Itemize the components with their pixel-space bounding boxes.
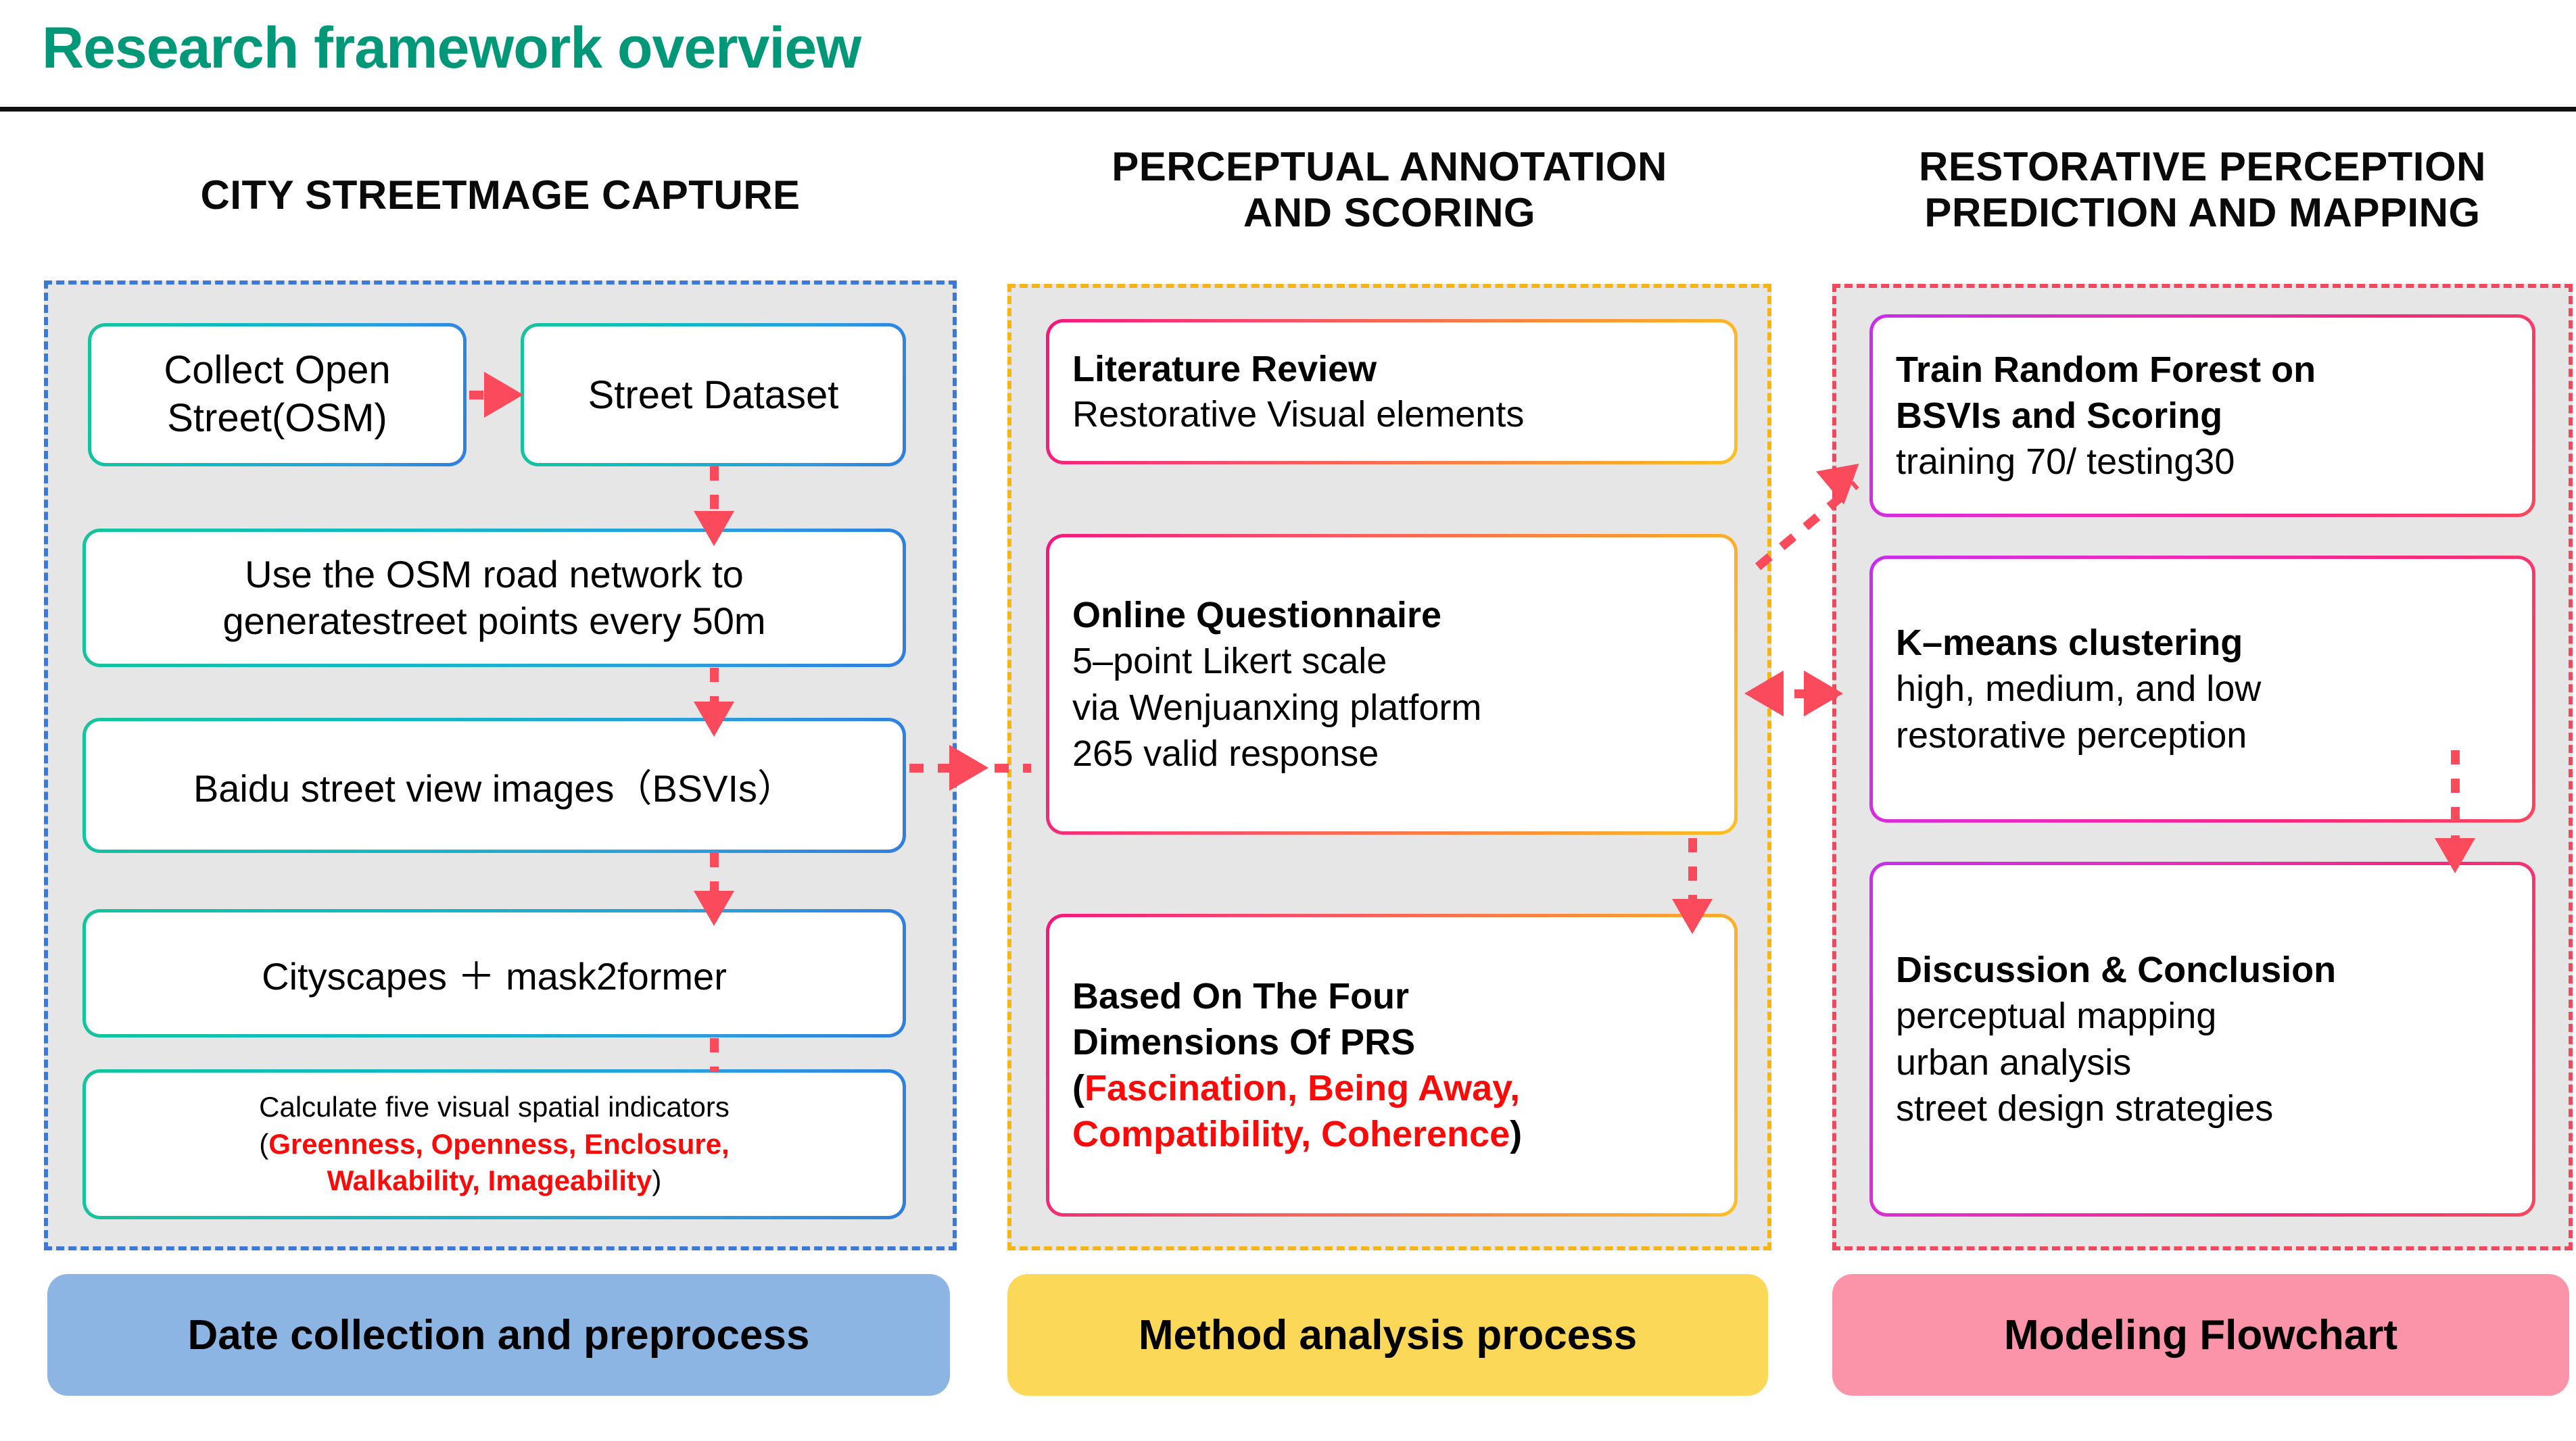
node-line: (Greenness, Openness, Enclosure, (86, 1126, 903, 1163)
node-line: Collect Open (164, 348, 391, 393)
arrow-col3-to-col2 (1744, 670, 1784, 716)
node-line: street design strategies (1896, 1088, 2274, 1129)
node-line: via Wenjuanxing platform (1072, 687, 1482, 728)
paren-open: ( (1072, 1068, 1084, 1108)
connector-dotted-questionnaire-to-prs (1688, 838, 1697, 912)
node-calculate-five-visual-spatial-indicators[interactable]: Calculate five visual spatial indicators… (82, 1069, 906, 1219)
node-line: perceptual mapping (1896, 996, 2217, 1037)
node-line: generatestreet points every 50m (222, 599, 766, 642)
node-heading: Literature Review (1072, 348, 1377, 389)
node-based-on-four-dimensions-of-prs[interactable]: Based On The Four Dimensions Of PRS (Fas… (1046, 914, 1738, 1217)
node-heading: BSVIs and Scoring (1896, 395, 2223, 436)
column-header-line: AND SCORING (1243, 189, 1536, 235)
node-osm-road-network-street-points[interactable]: Use the OSM road network to generatestre… (82, 529, 906, 667)
column-header-line: CITY STREETMAGE CAPTURE (200, 172, 801, 218)
node-discussion-conclusion[interactable]: Discussion & Conclusion perceptual mappi… (1869, 862, 2535, 1217)
footer-data-collection-and-preprocess[interactable]: Date collection and preprocess (47, 1274, 950, 1396)
connector-dotted-kmeans-to-discussion (2451, 750, 2460, 852)
arrow-kmeans-to-discussion (2435, 838, 2475, 873)
node-line: Cityscapes ＋ mask2former (262, 954, 727, 998)
node-line: restorative perception (1896, 714, 2247, 756)
highlight-text: Compatibility, Coherence (1072, 1114, 1510, 1155)
node-line: Walkability, Imageability) (86, 1163, 903, 1200)
arrow-osm-to-dataset (484, 372, 523, 418)
column-header-line: RESTORATIVE PERCEPTION (1919, 144, 2486, 189)
highlight-text: Greenness, Openness, Enclosure, (268, 1127, 730, 1160)
paren-open: ( (259, 1127, 269, 1160)
node-heading: Based On The Four (1072, 975, 1410, 1017)
node-online-questionnaire[interactable]: Online Questionnaire 5–point Likert scal… (1046, 534, 1738, 835)
node-line: urban analysis (1896, 1042, 2132, 1083)
highlight-text: Walkability, Imageability (327, 1165, 652, 1197)
column-header-line: PREDICTION AND MAPPING (1924, 189, 2481, 235)
node-cityscapes-mask2former[interactable]: Cityscapes ＋ mask2former (82, 909, 906, 1037)
highlight-text: Fascination, Being Away, (1084, 1068, 1521, 1108)
node-heading: Online Questionnaire (1072, 595, 1442, 636)
node-line: Use the OSM road network to (245, 553, 744, 596)
footer-method-analysis-process[interactable]: Method analysis process (1007, 1274, 1768, 1396)
node-baidu-street-view-images[interactable]: Baidu street view images（BSVIs） (82, 718, 906, 853)
column-header-restorative-perception-prediction-and-mapping: RESTORATIVE PERCEPTION PREDICTION AND MA… (1832, 144, 2573, 236)
node-line: Street Dataset (588, 372, 839, 417)
arrow-col1-to-col2 (949, 745, 988, 791)
arrow-questionnaire-to-prs (1672, 899, 1713, 934)
node-line: (Fascination, Being Away, (1072, 1065, 1734, 1111)
node-line: Restorative Visual elements (1072, 393, 1525, 435)
node-collect-open-street-osm[interactable]: Collect Open Street(OSM) (88, 323, 467, 466)
title-divider (0, 107, 2576, 112)
page-title: Research framework overview (42, 16, 861, 80)
arrow-bsvi-to-cityscapes (694, 891, 734, 926)
node-heading: Train Random Forest on (1896, 349, 2316, 390)
node-line: 265 valid response (1072, 733, 1379, 774)
node-literature-review[interactable]: Literature Review Restorative Visual ele… (1046, 319, 1738, 464)
column-header-line: PERCEPTUAL ANNOTATION (1112, 144, 1667, 189)
arrow-roadnetwork-to-bsvi (694, 702, 734, 737)
node-heading: Discussion & Conclusion (1896, 950, 2337, 991)
node-line: Calculate five visual spatial indicators (259, 1091, 730, 1123)
connector-dotted-cityscapes-to-indicators (710, 1038, 719, 1072)
node-train-random-forest[interactable]: Train Random Forest on BSVIs and Scoring… (1869, 314, 2535, 517)
node-heading: Dimensions Of PRS (1072, 1021, 1416, 1063)
node-line: Compatibility, Coherence) (1072, 1111, 1734, 1157)
node-line: training 70/ testing30 (1896, 441, 2235, 483)
arrow-dataset-to-roadnetwork (694, 511, 734, 546)
node-kmeans-clustering[interactable]: K–means clustering high, medium, and low… (1869, 556, 2535, 823)
node-line: 5–point Likert scale (1072, 641, 1387, 682)
column-header-perceptual-annotation-and-scoring: PERCEPTUAL ANNOTATION AND SCORING (1007, 144, 1771, 236)
node-line: Baidu street view images（BSVIs） (193, 766, 796, 810)
node-line: Street(OSM) (167, 396, 387, 440)
paren-close: ) (1510, 1114, 1523, 1155)
node-line: high, medium, and low (1896, 668, 2262, 710)
footer-modeling-flowchart[interactable]: Modeling Flowchart (1832, 1274, 2569, 1396)
paren-close: ) (652, 1165, 662, 1197)
node-heading: K–means clustering (1896, 622, 2243, 664)
arrow-col2-to-col3 (1804, 670, 1843, 716)
column-header-city-street-image-capture: CITY STREETMAGE CAPTURE (44, 172, 957, 218)
node-street-dataset[interactable]: Street Dataset (521, 323, 906, 466)
